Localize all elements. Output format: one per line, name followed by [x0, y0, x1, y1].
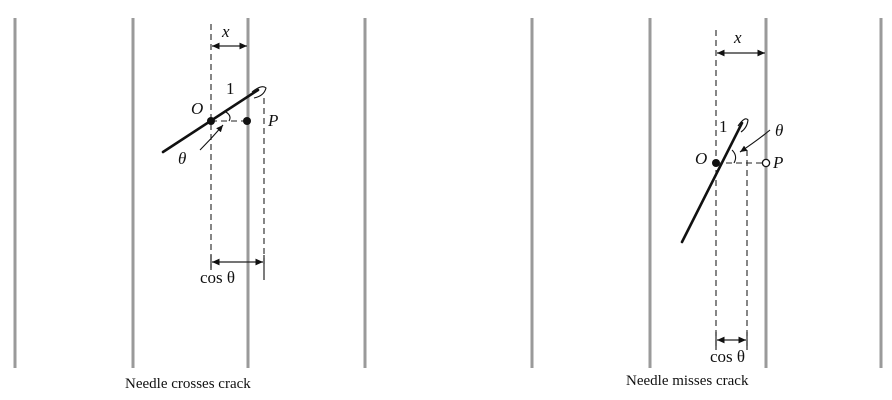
right-panel: x 1 O P θ cos θ Needle misses crack [530, 18, 883, 389]
x-label: x [733, 28, 742, 47]
needle-tip [251, 86, 267, 99]
needle [680, 121, 744, 244]
point-p [243, 117, 251, 125]
point-p [761, 158, 771, 168]
needle-tip [737, 118, 749, 133]
left-caption: Needle crosses crack [125, 376, 251, 392]
cos-theta-label: cos θ [710, 347, 745, 366]
x-label: x [221, 22, 230, 41]
theta-pointer [739, 129, 771, 153]
point-o [712, 159, 720, 167]
left-panel: x 1 O P θ cos θ Needle crosses crack [13, 18, 367, 392]
theta-arc [731, 149, 737, 164]
point-p-label: P [772, 153, 783, 172]
point-o-label: O [695, 149, 707, 168]
theta-label: θ [178, 149, 186, 168]
unit-length-label: 1 [719, 117, 728, 136]
theta-label: θ [775, 121, 783, 140]
point-p-label: P [267, 111, 278, 130]
point-o [207, 117, 215, 125]
theta-arc [225, 111, 231, 122]
point-o-label: O [191, 99, 203, 118]
cos-theta-label: cos θ [200, 268, 235, 287]
right-caption: Needle misses crack [626, 373, 749, 389]
unit-length-label: 1 [226, 79, 235, 98]
theta-pointer [199, 124, 224, 151]
